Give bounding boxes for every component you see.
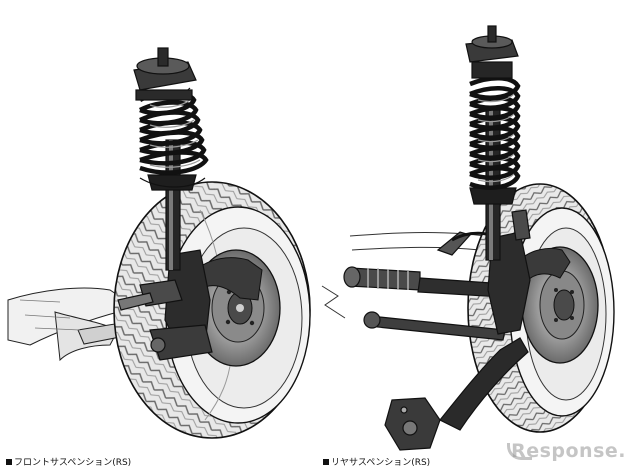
rear-caption-text: リヤサスペンション(RS)	[331, 458, 431, 468]
front-coil-spring	[138, 90, 209, 175]
rear-coil-spring	[469, 76, 521, 190]
front-suspension-caption: フロントサスペンション(RS)	[6, 459, 131, 468]
watermark-swoosh-icon	[507, 443, 533, 460]
rear-top-mount	[465, 25, 519, 79]
rear-spring-highlights	[477, 93, 515, 183]
front-top-mount	[133, 47, 197, 101]
rear-suspension	[321, 25, 615, 451]
front-caption-text: フロントサスペンション(RS)	[14, 458, 132, 468]
rear-stabilizer-link	[363, 231, 506, 341]
rear-suspension-caption: リヤサスペンション(RS)	[323, 459, 430, 468]
caption-square-icon	[6, 459, 12, 465]
front-spring-highlights	[149, 99, 201, 168]
front-suspension	[7, 47, 311, 439]
response-watermark: Response.	[507, 440, 626, 462]
front-knuckle	[117, 249, 213, 361]
caption-square-icon	[323, 459, 329, 465]
watermark-text: Response.	[511, 440, 626, 462]
rear-trailing-arm	[384, 337, 529, 451]
front-brake-disc	[191, 249, 281, 367]
rear-brake-disc	[519, 246, 599, 364]
